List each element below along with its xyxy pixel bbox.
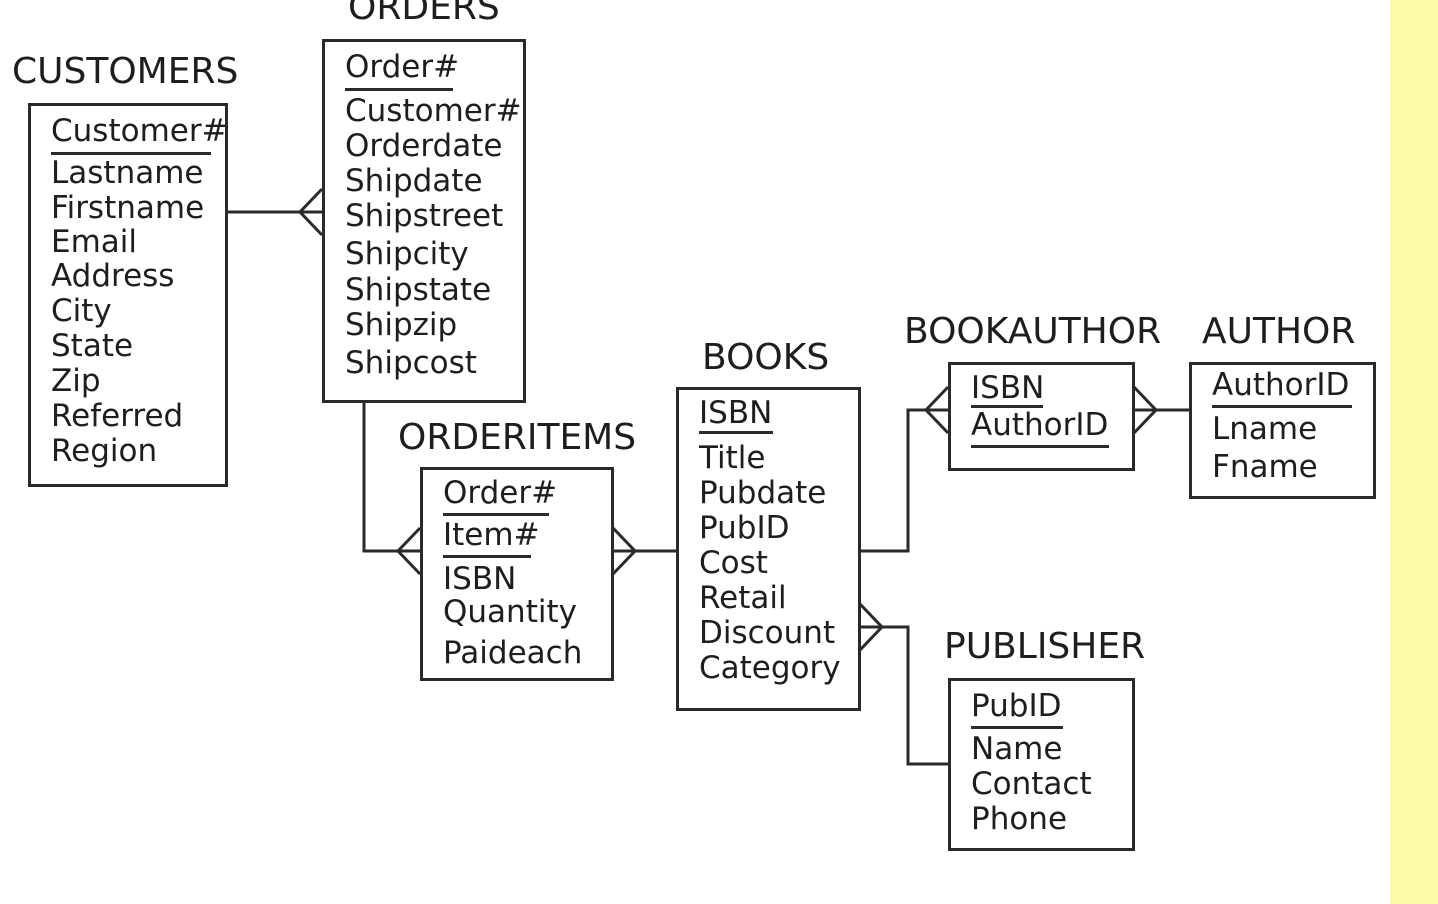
field-cost: Cost xyxy=(699,545,768,581)
relationship-books-orderitems xyxy=(611,526,676,576)
primary-key-divider xyxy=(1212,405,1352,408)
field-quantity: Quantity xyxy=(443,594,577,630)
field-retail: Retail xyxy=(699,580,787,616)
field-discount: Discount xyxy=(699,615,836,651)
entity-orderitems: Order# Item# ISBN Quantity Paideach xyxy=(420,467,614,681)
field-pubid: PubID xyxy=(699,510,790,546)
primary-key-divider xyxy=(971,726,1063,729)
entity-title-customers: CUSTOMERS xyxy=(12,51,239,92)
field-paideach: Paideach xyxy=(443,635,583,671)
field-shipstreet: Shipstreet xyxy=(345,198,504,234)
field-city: City xyxy=(51,293,112,329)
field-lastname: Lastname xyxy=(51,155,204,191)
relationship-publisher-books xyxy=(858,602,948,766)
entity-bookauthor: ISBN AuthorID xyxy=(948,362,1135,471)
field-firstname: Firstname xyxy=(51,190,205,226)
relationship-books-bookauthor xyxy=(860,385,950,553)
entity-customers: Customer# Lastname Firstname Email Addre… xyxy=(28,103,228,487)
field-isbn: ISBN xyxy=(699,395,773,431)
field-phone: Phone xyxy=(971,801,1068,837)
field-isbn: ISBN xyxy=(443,561,517,597)
entity-title-books: BOOKS xyxy=(702,337,830,378)
field-shipcity: Shipcity xyxy=(345,236,469,272)
field-shipstate: Shipstate xyxy=(345,272,492,308)
field-shipdate: Shipdate xyxy=(345,163,483,199)
relationship-customers-orders xyxy=(228,187,324,237)
field-name: Name xyxy=(971,731,1063,767)
primary-key-divider xyxy=(699,431,773,434)
field-referred: Referred xyxy=(51,398,184,434)
field-item-id: Item# xyxy=(443,517,540,553)
field-pubdate: Pubdate xyxy=(699,475,827,511)
field-orderdate: Orderdate xyxy=(345,128,503,164)
field-customer-id: Customer# xyxy=(51,113,228,149)
field-pubid: PubID xyxy=(971,688,1062,724)
field-shipzip: Shipzip xyxy=(345,307,458,343)
field-shipcost: Shipcost xyxy=(345,345,477,381)
entity-title-author: AUTHOR xyxy=(1202,311,1356,352)
relationship-orders-orderitems xyxy=(362,402,422,576)
field-contact: Contact xyxy=(971,766,1092,802)
field-order-id: Order# xyxy=(443,475,558,511)
primary-key-divider xyxy=(443,513,549,516)
field-address: Address xyxy=(51,258,175,294)
field-fname: Fname xyxy=(1212,449,1318,485)
field-isbn: ISBN xyxy=(971,370,1045,406)
entity-title-bookauthor: BOOKAUTHOR xyxy=(904,311,1162,352)
primary-key-divider xyxy=(443,555,531,558)
primary-key-divider xyxy=(51,152,211,155)
field-email: Email xyxy=(51,224,138,260)
field-category: Category xyxy=(699,650,841,686)
field-authorid: AuthorID xyxy=(971,407,1109,443)
field-region: Region xyxy=(51,433,158,469)
field-title: Title xyxy=(699,440,766,476)
field-authorid: AuthorID xyxy=(1212,367,1350,403)
field-state: State xyxy=(51,328,134,364)
entity-author: AuthorID Lname Fname xyxy=(1189,362,1376,499)
primary-key-divider xyxy=(971,445,1109,448)
field-order-id: Order# xyxy=(345,49,460,85)
entity-title-publisher: PUBLISHER xyxy=(944,626,1146,667)
primary-key-divider xyxy=(345,88,453,91)
entity-title-orders: ORDERS xyxy=(348,0,500,28)
entity-books: ISBN Title Pubdate PubID Cost Retail Dis… xyxy=(676,387,861,711)
entity-orders: Order# Customer# Orderdate Shipdate Ship… xyxy=(322,39,526,403)
relationship-author-bookauthor xyxy=(1132,385,1189,435)
field-lname: Lname xyxy=(1212,411,1318,447)
entity-title-orderitems: ORDERITEMS xyxy=(398,417,637,458)
field-customer-id: Customer# xyxy=(345,93,522,129)
field-zip: Zip xyxy=(51,363,101,399)
accent-strip xyxy=(1390,0,1438,904)
entity-publisher: PubID Name Contact Phone xyxy=(948,678,1135,851)
primary-key-divider xyxy=(971,405,1043,408)
